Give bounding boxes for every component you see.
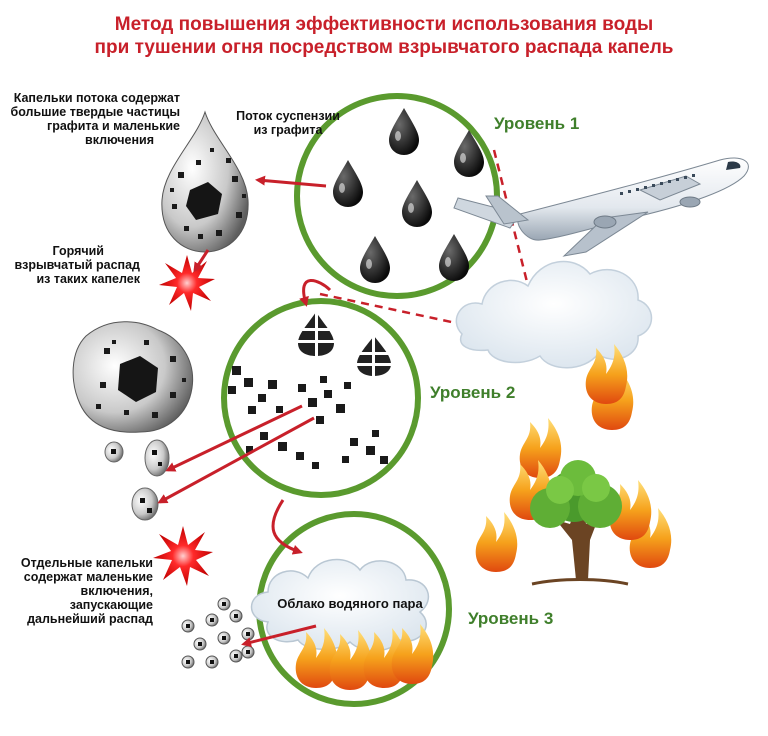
note-drops-content-line-1: Капельки потока содержат [13, 91, 180, 105]
tiny-droplets [181, 597, 255, 669]
level-2-label: Уровень 2 [430, 383, 516, 402]
note-single-drops-line-3: включения, [80, 584, 153, 598]
water-drop-icon-exploding [72, 321, 194, 433]
small-droplets [104, 439, 170, 521]
level-1-label: Уровень 1 [494, 114, 580, 133]
note-single-drops-line-5: дальнейший распад [27, 612, 153, 626]
note-drops-content-line-2: большие твердые частицы [10, 105, 180, 119]
note-drops-content-line-4: включения [85, 133, 154, 147]
note-single-drops-line-1: Отдельные капельки [20, 556, 153, 570]
note-hot-decay-line-2: взрывчатый распад [14, 258, 140, 272]
water-drop-icon-large [161, 110, 249, 253]
title-line-1: Метод повышения эффективности использова… [114, 14, 654, 35]
splitting-drops [228, 312, 391, 469]
level-3-label: Уровень 3 [468, 609, 554, 628]
explosion-burst-icon-2 [153, 526, 213, 586]
note-single-drops-line-2: содержат маленькие [23, 570, 153, 584]
note-suspension: Поток суспензии из графита [218, 109, 358, 137]
airplane-icon [453, 157, 749, 257]
explosion-burst-icon-1 [159, 255, 215, 311]
arrows [157, 175, 332, 648]
cloud-label: Облако водяного пара [277, 596, 423, 611]
note-suspension-line-2: из графита [253, 123, 323, 137]
note-drops-content: Капельки потока содержат большие твердые… [0, 91, 180, 147]
note-hot-decay: Горячий взрывчатый распад из таких капел… [0, 244, 140, 286]
note-hot-decay-line-1: Горячий [52, 244, 105, 258]
note-drops-content-line-3: графита и маленькие [46, 119, 180, 133]
note-single-drops-line-4: запускающие [69, 598, 153, 612]
note-single-drops: Отдельные капельки содержат маленькие вк… [0, 556, 153, 626]
title-line-2: при тушении огня посредством взрывчатого… [94, 37, 674, 58]
note-hot-decay-line-3: из таких капелек [36, 272, 140, 286]
plane-cloud [455, 260, 653, 369]
tree-icon [530, 460, 629, 586]
note-suspension-line-1: Поток суспензии [236, 109, 340, 123]
